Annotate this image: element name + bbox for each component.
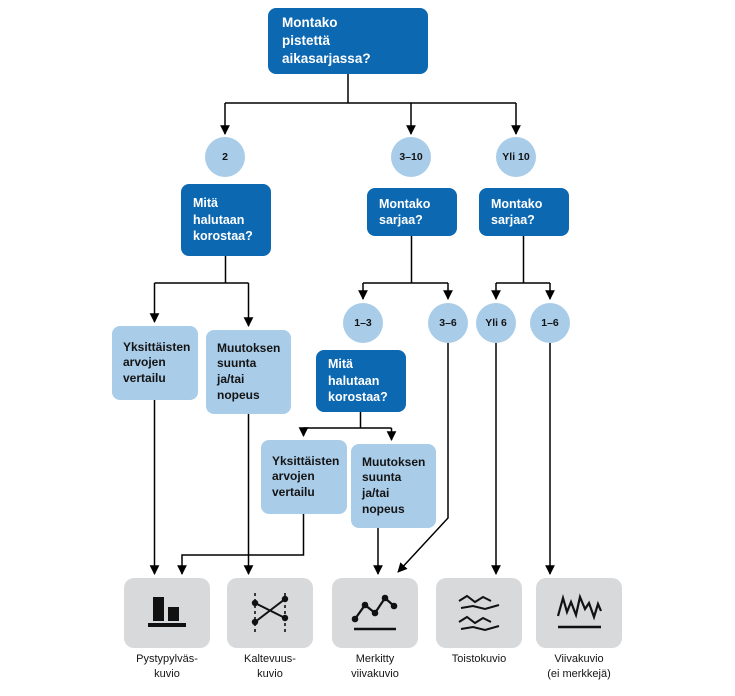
option-node-change-direction-1: Muutoksen suunta ja/tai nopeus [206,330,291,414]
marked-line-chart-icon [351,594,398,631]
output-box-marked-line-chart [332,578,418,648]
option-node-individual-values-1: Yksittäisten arvojen vertailu [112,326,198,400]
series-circle-1-6: 1–6 [530,303,570,343]
root-question-node: Montako pistettä aikasarjassa? [268,8,428,74]
option-node-individual-values-2: Yksittäisten arvojen vertailu [261,440,347,514]
option-node-change-direction-2: Muutoksen suunta ja/tai nopeus [351,444,436,528]
branch-circle-2: 2 [205,137,245,177]
branch-circle-3-10: 3–10 [391,137,431,177]
output-box-line-chart [536,578,622,648]
series-circle-3-6: 3–6 [428,303,468,343]
output-label-marked-line-chart: Merkitty viivakuvio [351,653,399,680]
output-label-line-chart: Viivakuvio (ei merkkejä) [547,653,611,680]
output-label-small-multiples: Toistokuvio [451,653,507,665]
question-node-series-count-2: Montako sarjaa? [479,188,569,236]
output-box-slope-chart [227,578,313,648]
branch-circle-yli-10: Yli 10 [496,137,536,177]
output-box-small-multiples [436,578,522,648]
question-node-emphasis-2: Mitä halutaan korostaa? [316,350,406,412]
output-label-slope-chart: Kaltevuus- kuvio [244,653,296,680]
series-circle-1-3: 1–3 [343,303,383,343]
small-multiples-icon [458,594,500,632]
question-node-emphasis-1: Mitä halutaan korostaa? [181,184,271,256]
bar-chart-icon [148,597,186,627]
output-label-bar-chart: Pystypylväs- kuvio [136,653,198,680]
output-box-bar-chart [124,578,210,648]
question-node-series-count-1: Montako sarjaa? [367,188,457,236]
line-chart-icon [556,593,603,629]
series-circle-yli-6: Yli 6 [476,303,516,343]
slope-chart-icon [251,593,289,633]
